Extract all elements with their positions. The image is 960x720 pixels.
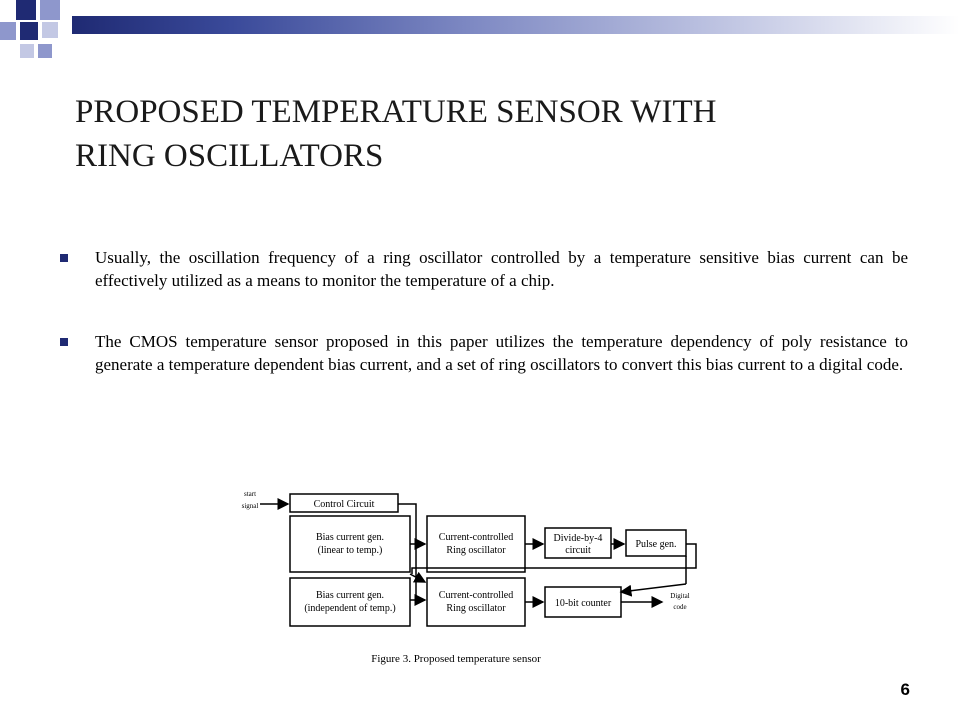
ring-osc-1-label-1: Current-controlled <box>439 532 513 543</box>
header-square-pale <box>20 44 34 58</box>
title-line-1: PROPOSED TEMPERATURE SENSOR WITH <box>75 94 717 130</box>
header-square-light <box>38 44 52 58</box>
pulse-gen-label: Pulse gen. <box>635 539 676 550</box>
bullet-text: The CMOS temperature sensor proposed in … <box>95 332 908 374</box>
divide-label-1: Divide-by-4 <box>554 533 603 544</box>
output-label-code: code <box>673 603 686 611</box>
ring-osc-1-box <box>426 515 526 573</box>
input-label-start: start <box>244 490 256 498</box>
header-gradient-bar <box>72 16 960 34</box>
slide-title: PROPOSED TEMPERATURE SENSOR WITH RING OS… <box>75 90 875 178</box>
ring-osc-2-label-1: Current-controlled <box>439 590 513 601</box>
output-label-digital: Digital <box>670 592 689 600</box>
header-square-pale <box>42 22 58 38</box>
pulse-gen-box <box>625 529 687 557</box>
ring-osc-2-label-2: Ring oscillator <box>446 603 506 614</box>
bias-gen-2-label-2: (independent of temp.) <box>304 603 395 614</box>
divide-label-2: circuit <box>565 545 591 556</box>
square-bullet-icon <box>60 254 68 262</box>
block-diagram: start signal Control Circuit Bias curren… <box>242 490 697 665</box>
figure-caption: Figure 3. Proposed temperature sensor <box>371 653 541 665</box>
bias-gen-1-box <box>289 515 411 573</box>
bullet-item: Usually, the oscillation frequency of a … <box>60 246 908 292</box>
ring-osc-1-label-2: Ring oscillator <box>446 545 506 556</box>
page-number: 6 <box>900 680 910 699</box>
counter-label: 10-bit counter <box>555 598 612 609</box>
divide-box <box>544 527 612 559</box>
header-square-light <box>0 22 16 40</box>
ring-osc-2-box <box>426 577 526 627</box>
bias-gen-1-label-1: Bias current gen. <box>316 532 384 543</box>
title-line-2: RING OSCILLATORS <box>75 138 384 174</box>
bullet-text: Usually, the oscillation frequency of a … <box>95 248 908 290</box>
square-bullet-icon <box>60 338 68 346</box>
header-square-dark <box>16 0 36 20</box>
bias-gen-2-label-1: Bias current gen. <box>316 590 384 601</box>
bias-gen-1-label-2: (linear to temp.) <box>318 545 383 556</box>
control-circuit-label: Control Circuit <box>314 499 375 510</box>
control-circuit-box <box>289 493 399 513</box>
bullet-item: The CMOS temperature sensor proposed in … <box>60 330 908 376</box>
header-square-light <box>40 0 60 20</box>
bias-gen-2-box <box>289 577 411 627</box>
input-label-signal: signal <box>242 502 259 510</box>
bullet-list: Usually, the oscillation frequency of a … <box>60 246 908 414</box>
header-square-dark <box>20 22 38 40</box>
